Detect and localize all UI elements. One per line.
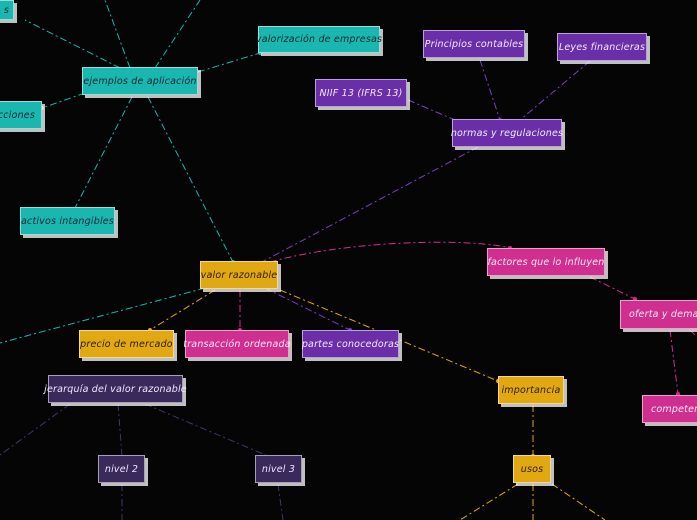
edge-valor-factores [269,241,511,263]
node-leyes-financieras[interactable]: Leyes financieras [557,33,647,61]
edge-ejemplos-top1 [104,0,131,69]
edge-ejemplos-topleft [24,19,121,69]
edge-jerarquia-nivel3 [144,403,269,457]
node-usos[interactable]: usos [513,455,551,483]
node-activos-intangibles[interactable]: activos intangibles [20,207,115,235]
edge-leyes-normas [519,60,591,121]
edge-nivel3-down [277,483,284,520]
node-partes-conocedoras[interactable]: partes conocedoras [302,330,399,358]
node-nivel-2[interactable]: nivel 2 [98,455,145,483]
node-niif-13[interactable]: NIIF 13 (IFRS 13) [315,79,407,107]
edge-usos-right [551,483,606,520]
node-normas-y-regulaciones[interactable]: normas y regulaciones [451,119,563,147]
node-oferta-y-demanda[interactable]: oferta y demanda [620,300,697,329]
edge-valor-left [0,287,206,344]
edge-factores-oferta [589,276,636,300]
node-top-left-cut[interactable]: s [0,0,14,20]
edge-oferta-right [689,329,697,338]
node-precio-de-mercado[interactable]: precio de mercado [79,330,174,358]
edge-valor-importancia [279,289,499,382]
edge-ejemplos-activos [74,96,133,209]
node-competencia[interactable]: competencia [642,395,697,423]
edge-normas-valor [261,146,479,263]
node-factores-que-lo-influyen[interactable]: factores que lo influyen [487,248,605,276]
edge-usos-left [459,483,519,520]
node-principios-contables[interactable]: Principios contables [423,30,525,58]
edge-jerarquia-nivel2 [117,403,123,457]
node-importancia[interactable]: importancia [498,376,564,404]
edge-niif-normas [407,99,456,121]
node-valorizacion-de-empresas[interactable]: valorización de empresas [256,26,382,53]
node-acciones[interactable]: acciones [0,101,42,129]
node-jerarquia-del-valor-razonable[interactable]: jerarquía del valor razonable [44,375,187,403]
edge-jerarquia-left [0,403,71,456]
edge-ejemplos-valor [147,96,234,263]
edge-oferta-competencia [669,329,679,395]
node-transaccion-ordenada[interactable]: transacción ordenada [183,330,291,358]
node-valor-razonable[interactable]: valor razonable [200,261,278,289]
edge-valor-partes [264,287,351,331]
node-ejemplos-de-aplicacion[interactable]: ejemplos de aplicación [82,67,198,95]
node-nivel-3[interactable]: nivel 3 [255,455,302,483]
edge-valor-precio [149,289,216,331]
edge-ejemplos-top2 [154,0,201,69]
edge-ejemplos-valorizacion [197,52,261,73]
edge-ejemplos-acciones [41,92,86,109]
edge-principios-normas [479,59,501,121]
